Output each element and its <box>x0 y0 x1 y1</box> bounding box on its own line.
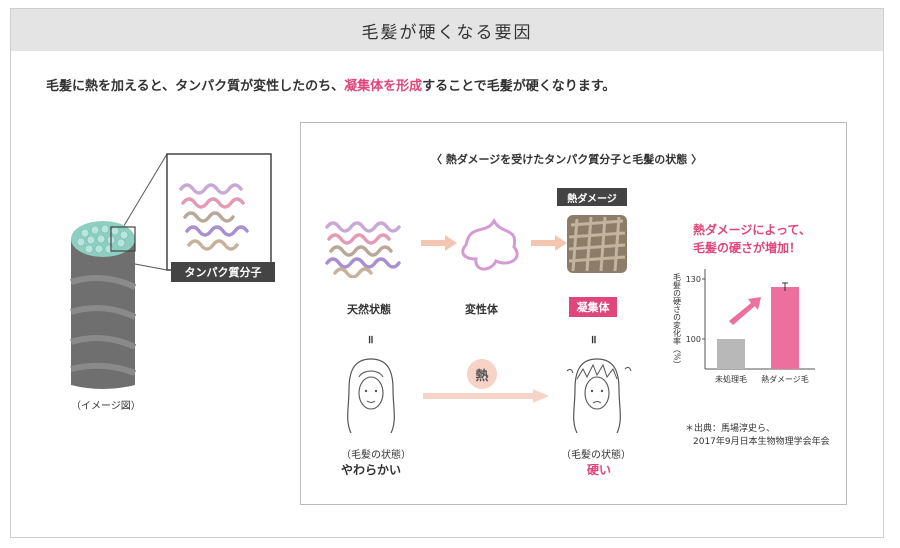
heat-badge: 熱 <box>467 359 497 389</box>
protein-label: タンパク質分子 <box>171 262 275 282</box>
soft-hair-face-icon <box>347 358 395 434</box>
y-tick-label-0: 100 <box>686 335 701 344</box>
natural-state-illustration <box>325 221 401 278</box>
equals-left: ॥ <box>367 333 374 346</box>
stage-natural-label: 天然状態 <box>347 303 391 316</box>
zoom-box <box>166 153 272 271</box>
chart-heading-line-1: 熱ダメージによって、 <box>693 223 811 237</box>
zoom-marker <box>110 226 136 252</box>
lead-highlight: 凝集体を形成 <box>344 79 423 94</box>
long-arrow-icon <box>423 389 549 403</box>
inset-panel: 〈 熱ダメージを受けたタンパク質分子と毛髪の状態 〉 熱ダメージ <box>300 122 847 505</box>
heat-damage-tag: 熱ダメージ <box>557 188 627 206</box>
stage-aggregate-label: 凝集体 <box>569 297 617 317</box>
page-title: 毛髪が硬くなる要因 <box>361 22 533 43</box>
lead-part-1: 毛髪に熱を加えると、タンパク質が変性したのち、 <box>46 79 345 94</box>
hard-hair-face-icon <box>566 358 632 434</box>
y-tick-label-1: 130 <box>686 275 701 284</box>
hair-state-right-value: 硬い <box>587 463 612 477</box>
stage-denatured-label: 変性体 <box>465 303 498 316</box>
hair-state-left-value: やわらかい <box>341 463 402 477</box>
title-bar: 毛髪が硬くなる要因 <box>11 9 883 51</box>
denatured-illustration <box>461 217 519 271</box>
hair-strand-body <box>71 235 135 389</box>
inset-heading: 〈 熱ダメージを受けたタンパク質分子と毛髪の状態 〉 <box>431 153 703 166</box>
equals-right: ॥ <box>590 333 597 346</box>
bar-0 <box>717 339 745 369</box>
hair-state-right-caption: （毛髪の状態） <box>561 450 631 461</box>
source-line-1: ＊出典：馬場淳史ら、 <box>685 424 776 434</box>
lead-sentence: 毛髪に熱を加えると、タンパク質が変性したのち、凝集体を形成することで毛髪が硬くな… <box>46 75 615 94</box>
chart-heading-line-2: 毛髪の硬さが増加！ <box>693 241 802 255</box>
increase-arrow-icon <box>729 297 761 325</box>
source-line-2: 2017年9月日本生物物理学会年会 <box>693 437 830 447</box>
x-tick-label-0: 未処理毛 <box>715 374 747 384</box>
arrow-2-icon <box>531 235 567 251</box>
y-axis-label: 毛髪の硬さの変化率（%） <box>673 272 682 369</box>
arrow-1-icon <box>421 235 457 251</box>
bar-1 <box>771 287 799 369</box>
lead-part-2: することで毛髪が硬くなります。 <box>422 79 616 94</box>
hair-state-left-caption: （毛髪の状態） <box>341 450 411 461</box>
figure-frame: 毛髪が硬くなる要因 毛髪に熱を加えると、タンパク質が変性したのち、凝集体を形成す… <box>10 8 884 538</box>
aggregate-illustration <box>567 215 627 273</box>
hair-illustration <box>70 153 272 389</box>
hardness-bar-chart: 毛髪の硬さの変化率（%） 100 130 未処理毛 熱ダメージ毛 <box>673 269 815 384</box>
x-tick-label-1: 熱ダメージ毛 <box>761 374 809 384</box>
image-caption: （イメージ図） <box>71 401 141 412</box>
